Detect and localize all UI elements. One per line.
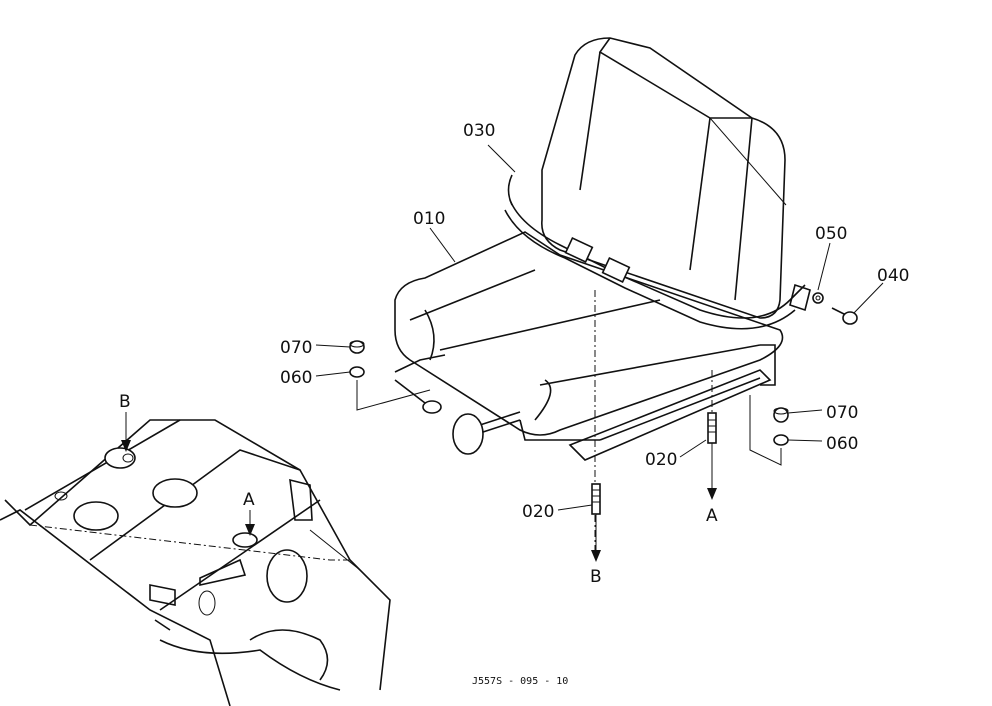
ref-a-top: A	[243, 490, 255, 536]
part-070-left: 070	[280, 338, 365, 358]
part-050-label: 050	[815, 224, 847, 244]
part-050: 050	[812, 224, 847, 304]
seat-frame	[519, 344, 776, 461]
part-070-right-label: 070	[826, 403, 858, 423]
part-040-label: 040	[877, 266, 909, 286]
part-030: 030	[463, 121, 516, 173]
part-020-left: 020 B	[522, 483, 602, 587]
seat-backrest	[541, 37, 787, 319]
part-010: 010	[413, 209, 456, 263]
ref-a-top-label: A	[243, 490, 255, 510]
part-070-left-label: 070	[280, 338, 312, 358]
engine-block	[0, 419, 391, 706]
ref-a-bottom: A	[706, 506, 718, 526]
adjuster-lever	[394, 354, 446, 414]
part-020-left-label: 020	[522, 502, 554, 522]
drawing-code: J557S - 095 - 10	[472, 676, 568, 687]
part-030-label: 030	[463, 121, 495, 141]
part-060-right: 060	[749, 395, 858, 466]
part-040: 040	[831, 266, 909, 325]
part-010-label: 010	[413, 209, 445, 229]
seat-cushion	[394, 231, 784, 436]
part-060-right-label: 060	[826, 434, 858, 454]
part-020-right: 020 A	[645, 370, 718, 526]
ref-b-bottom: B	[590, 567, 602, 587]
part-070-right: 070	[773, 403, 858, 423]
seat-belt	[504, 174, 806, 330]
part-060-left: 060	[280, 366, 431, 411]
adjustment-knob	[452, 411, 521, 455]
ref-b-top: B	[119, 392, 131, 452]
ref-b-top-label: B	[119, 392, 131, 412]
part-060-left-label: 060	[280, 368, 312, 388]
part-020-right-label: 020	[645, 450, 677, 470]
